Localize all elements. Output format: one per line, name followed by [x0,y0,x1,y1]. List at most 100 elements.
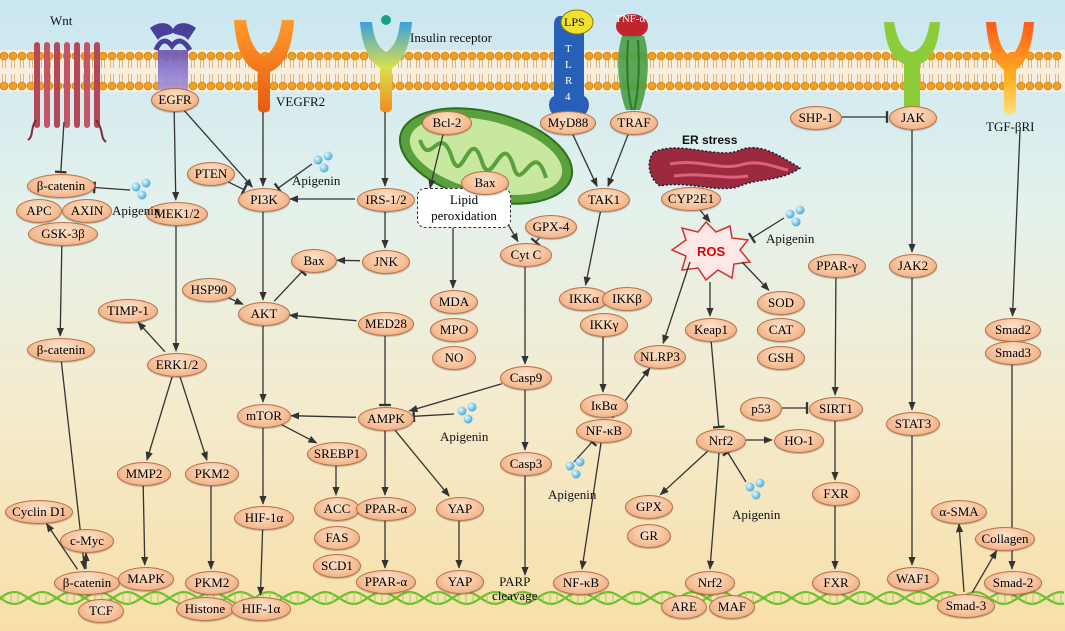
pathway-link [56,245,64,337]
pathway-link [579,442,602,570]
node-ppara-mid: PPAR-α [356,497,416,521]
node-cytc: Cyt C [500,243,552,267]
pathway-link [699,209,711,223]
node-nfkb-mid: NF-κB [576,419,632,443]
pathway-link [145,376,173,461]
apigenin-inhibition-link [722,448,747,483]
apigenin-inhibition-link [747,217,785,244]
tlr4-letter-r: R [565,75,573,87]
node-apc: APC [16,199,62,223]
node-smad2-nuc: Smad-2 [984,571,1042,595]
tlr4-letter-l: L [565,59,572,71]
pathway-link [1009,129,1021,317]
node-ppara-nuc: PPAR-α [356,570,416,594]
node-hif1a-mid: HIF-1α [234,506,294,530]
node-hsp90: HSP90 [182,278,236,302]
ros-burst-icon [670,220,752,282]
tnf-receptor-icon [616,14,648,111]
node-histone: Histone [176,597,234,621]
node-collagen: Collagen [975,527,1035,551]
node-med28: MED28 [358,312,414,336]
wnt-receptor-icon [27,42,107,143]
pathway-link [707,452,720,570]
apigenin-molecule-icon [745,482,755,492]
pathway-link [710,341,725,429]
node-mpo: MPO [430,318,478,342]
pathway-link [659,450,708,496]
pathway-link [273,266,308,302]
node-scd1: SCD1 [313,554,361,578]
apigenin-molecule-icon [755,478,765,488]
node-cyclin-d1: Cyclin D1 [5,500,73,524]
apigenin-label: Apigenin [732,507,781,522]
node-smad3-nuc: Smad-3 [937,594,995,618]
node-gsk3b: GSK-3β [28,222,98,246]
pathway-link [394,429,450,497]
pathway-link [741,261,770,291]
apigenin-molecule-icon [751,490,761,500]
pathway-link [408,383,503,413]
node-asma: α-SMA [931,500,987,524]
node-pi3k: PI3K [238,188,290,212]
node-tcf: TCF [78,599,124,623]
wnt-label: Wnt [50,13,73,28]
pathway-link [184,110,254,188]
node-pkm2-mid: PKM2 [185,462,239,486]
node-b-catenin-nuc: β-catenin [54,571,120,595]
egfr-label: EGFR [151,88,199,112]
pathway-link [228,297,244,305]
pathway-link [288,312,357,322]
node-b-catenin-mid: β-catenin [27,338,95,362]
node-casp3: Casp3 [500,452,552,476]
node-mmp2: MMP2 [117,462,171,486]
apigenin-molecule-icon [791,217,801,227]
node-smad3: Smad3 [985,341,1041,365]
apigenin-molecule-icon [463,414,473,424]
pathway-link [172,111,180,201]
lipid-peroxidation-label: Lipid peroxidation [431,191,497,223]
node-cat: CAT [757,318,805,342]
node-gpx4: GPX-4 [525,215,577,239]
node-gpx: GPX [625,495,673,519]
node-tak1: TAK1 [578,188,630,212]
tlr4-letter-t: T [565,43,572,55]
er-stress-label: ER stress [682,133,738,147]
node-timp1: TIMP-1 [98,299,158,323]
node-fxr-nuc: FXR [812,571,860,595]
node-bax-left: Bax [291,249,337,273]
node-acc: ACC [314,497,360,521]
node-ikka: IKKα [559,287,609,311]
node-fas: FAS [314,526,360,550]
lipid-peroxidation-box: Lipid peroxidation [417,188,511,228]
node-myd88: MyD88 [540,111,596,135]
node-yap-mid: YAP [436,497,484,521]
lps-label: LPS [564,15,585,29]
tlr4-letter-4: 4 [565,91,571,103]
node-cyp2e1: CYP2E1 [661,187,721,211]
node-stat3: STAT3 [886,412,940,436]
pathway-link [45,522,79,570]
pathway-link [428,134,444,189]
node-pkm2-nuc: PKM2 [185,571,239,595]
endoplasmic-reticulum-icon [648,146,802,190]
apigenin-molecule-icon [467,402,477,412]
node-jak2: JAK2 [889,254,937,278]
apigenin-label: Apigenin [440,429,489,444]
pathway-link [179,376,208,461]
apigenin-molecule-icon [565,461,575,471]
node-nfkb-nuc: NF-κB [553,571,609,595]
node-akt: AKT [238,302,290,326]
apigenin-inhibition-link [273,163,313,194]
node-erk12: ERK1/2 [147,353,207,377]
jak-receptor-icon [884,22,940,110]
apigenin-molecule-icon [575,457,585,467]
node-no: NO [432,346,476,370]
pathway-link [971,549,998,593]
node-maf: MAF [709,595,755,619]
apigenin-label: Apigenin [548,487,597,502]
pathway-link [137,321,166,353]
node-waf1: WAF1 [887,567,939,591]
node-srebp1: SREBP1 [307,442,367,466]
